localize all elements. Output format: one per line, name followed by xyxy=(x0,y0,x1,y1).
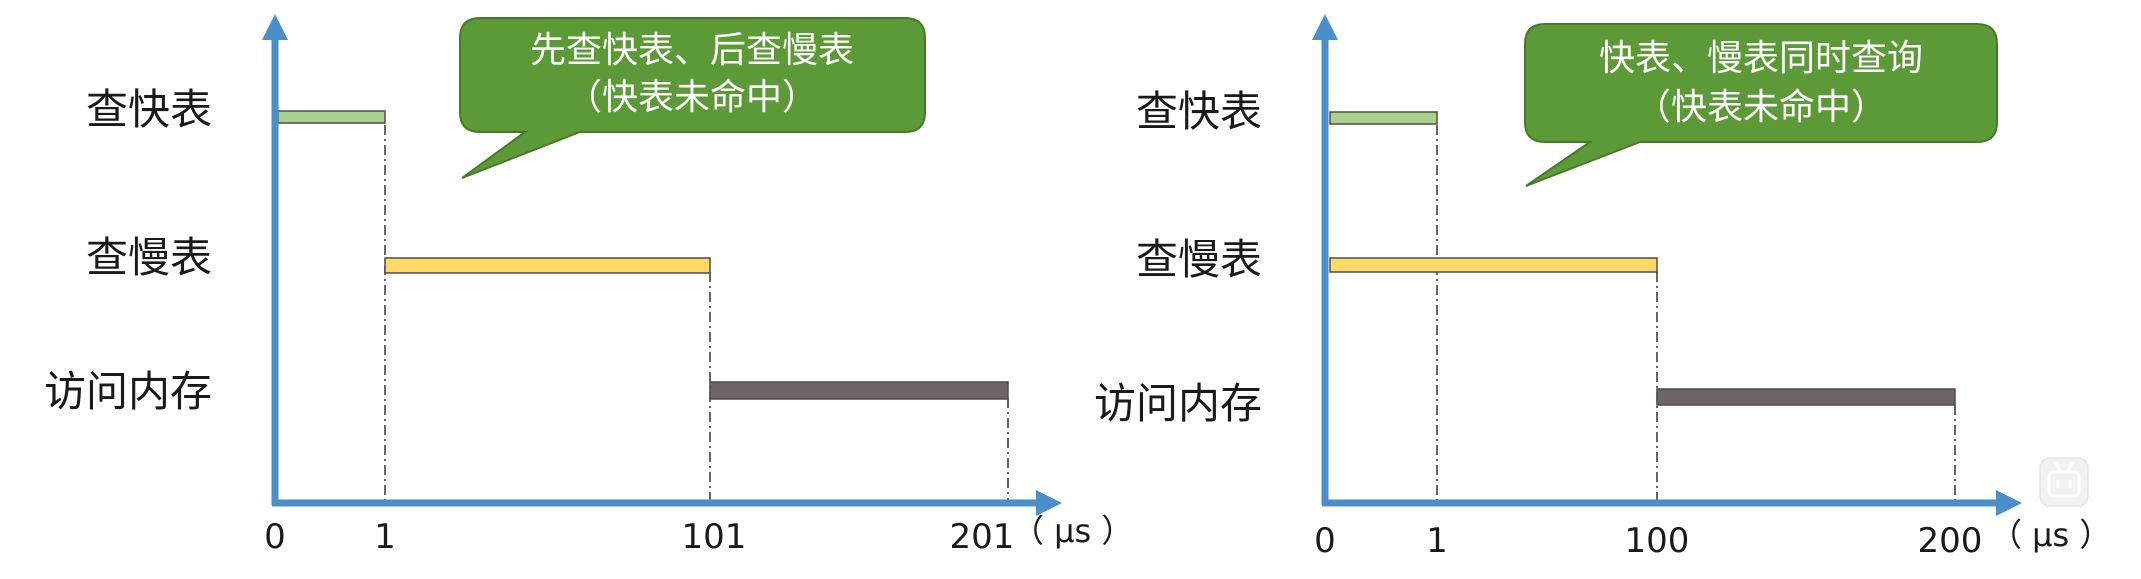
left-row-label-fast-table: 查快表 xyxy=(86,85,212,134)
right-bar-slow-table xyxy=(1329,257,1658,273)
left-tick-201: 201 xyxy=(950,517,1015,557)
left-callout-bubble xyxy=(459,17,926,179)
right-tick-100: 100 xyxy=(1625,521,1690,561)
left-x-axis-arrow xyxy=(1036,490,1062,516)
right-callout-line1: 快表、慢表同时查询 xyxy=(1599,38,1923,79)
bilibili-watermark-icon xyxy=(2039,457,2089,507)
right-row-label-slow-table: 查慢表 xyxy=(1136,235,1262,284)
right-callout: 快表、慢表同时查询 （快表未命中） xyxy=(1524,23,1998,187)
right-tick-1: 1 xyxy=(1426,521,1448,561)
left-unit-label: （ μs ） xyxy=(1012,512,1133,550)
right-tick-200: 200 xyxy=(1918,521,1983,561)
left-tick-101: 101 xyxy=(682,517,747,557)
right-y-axis-arrow xyxy=(1312,14,1338,40)
left-y-axis-arrow xyxy=(262,14,288,40)
right-callout-bubble xyxy=(1524,23,1998,187)
right-x-axis-arrow xyxy=(1996,490,2022,516)
right-tick-0: 0 xyxy=(1314,521,1336,561)
left-callout-line1: 先查快表、后查慢表 xyxy=(530,30,854,71)
right-row-label-memory-access: 访问内存 xyxy=(1094,379,1262,428)
left-panel: 先查快表、后查慢表 （快表未命中） 查快表 查慢表 访问内存 0 1 101 2… xyxy=(44,14,1133,557)
left-tick-1: 1 xyxy=(374,517,396,557)
left-bar-slow-table xyxy=(384,257,711,274)
left-row-label-slow-table: 查慢表 xyxy=(86,233,212,282)
left-bar-fast-table xyxy=(277,110,386,124)
right-bar-memory-access xyxy=(1656,388,1956,406)
left-bar-memory-access xyxy=(709,381,1009,400)
left-callout: 先查快表、后查慢表 （快表未命中） xyxy=(459,17,926,179)
left-row-label-memory-access: 访问内存 xyxy=(44,367,212,416)
right-unit-label: （ μs ） xyxy=(1990,516,2111,554)
right-panel: 快表、慢表同时查询 （快表未命中） 查快表 查慢表 访问内存 0 1 100 2… xyxy=(1094,14,2111,561)
right-bar-fast-table xyxy=(1329,111,1438,125)
left-tick-0: 0 xyxy=(264,517,286,557)
right-callout-line2: （快表未命中） xyxy=(1635,87,1887,128)
right-row-label-fast-table: 查快表 xyxy=(1136,87,1262,136)
left-callout-line2: （快表未命中） xyxy=(566,77,818,118)
